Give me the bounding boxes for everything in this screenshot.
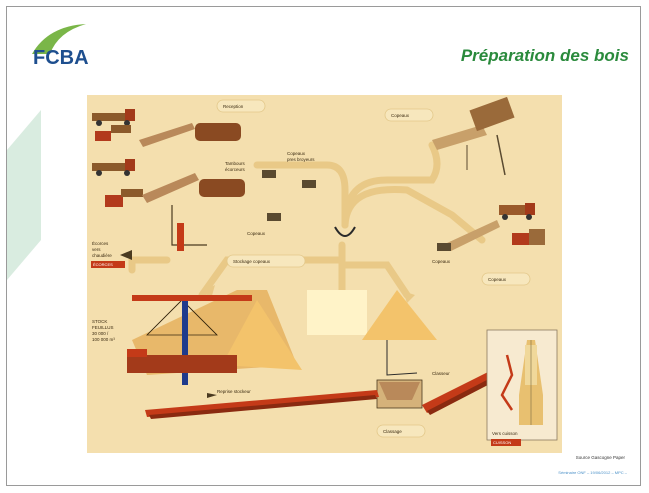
pill-classage: Classage bbox=[383, 429, 402, 434]
stage-pills: Reception Copeaux Stockage copeaux Copea… bbox=[216, 99, 531, 438]
inclined-conveyors bbox=[139, 123, 199, 203]
decorative-accent bbox=[7, 110, 47, 280]
fcba-logo: FCBA bbox=[28, 18, 118, 78]
slide-title: Préparation des bois bbox=[460, 46, 629, 65]
label-ecorces-2: vers bbox=[92, 247, 101, 252]
logo-text: FCBA bbox=[33, 47, 89, 69]
flow-lines bbox=[128, 141, 486, 299]
chip-pile-placeholder bbox=[307, 290, 367, 335]
label-stock-3: 30 000 / bbox=[92, 331, 109, 336]
bark-outflow bbox=[171, 205, 207, 246]
tag-cuisson: CUISSON bbox=[493, 440, 511, 445]
chip-pile bbox=[362, 290, 437, 340]
tag-ecorces: ÉCORCES bbox=[93, 262, 113, 267]
label-copeaux-pres-2: pres broyeurs bbox=[287, 157, 315, 162]
chip-hopper bbox=[334, 226, 356, 237]
chippers bbox=[262, 170, 316, 221]
source-caption: Source Gascogne Paper bbox=[575, 455, 625, 460]
label-ecorceurs: écorceurs bbox=[225, 167, 246, 172]
label-vers-cuisson: Vers cuisson bbox=[492, 431, 518, 436]
footer-text: Séminaire ONF – 19/06/2012 – MPC – bbox=[558, 470, 627, 475]
classifier bbox=[376, 379, 423, 409]
label-classeur: Classeur bbox=[432, 371, 450, 376]
pill-copeaux-top: Copeaux bbox=[391, 113, 410, 118]
label-copeaux-left: Copeaux bbox=[247, 231, 266, 236]
label-copeaux-right: Copeaux bbox=[432, 259, 451, 264]
process-diagram: Reception Copeaux Stockage copeaux Copea… bbox=[87, 95, 562, 453]
pill-copeaux-right: Copeaux bbox=[488, 277, 507, 282]
chip-feeder bbox=[432, 96, 515, 176]
label-ecorces: Écorces bbox=[92, 240, 109, 246]
label-tambours: Tambours bbox=[225, 161, 246, 166]
reclaim-conveyor bbox=[145, 390, 379, 419]
label-stock-2: FEUILLUS bbox=[92, 325, 114, 330]
debarking-drums bbox=[195, 123, 245, 197]
label-stock-1: STOCK bbox=[92, 319, 107, 324]
pill-reception: Reception bbox=[223, 104, 244, 109]
digester bbox=[486, 329, 558, 441]
chip-trucks bbox=[437, 203, 545, 251]
log-stock bbox=[127, 290, 302, 385]
label-stock-4: 100 000 m³ bbox=[92, 337, 115, 342]
pill-stockage: Stockage copeaux bbox=[233, 259, 271, 264]
label-ecorces-3: chaudière bbox=[92, 253, 112, 258]
log-trucks bbox=[92, 109, 143, 207]
label-reprise: Reprise stockeur bbox=[217, 389, 251, 394]
label-copeaux-pres: Copeaux bbox=[287, 151, 306, 156]
